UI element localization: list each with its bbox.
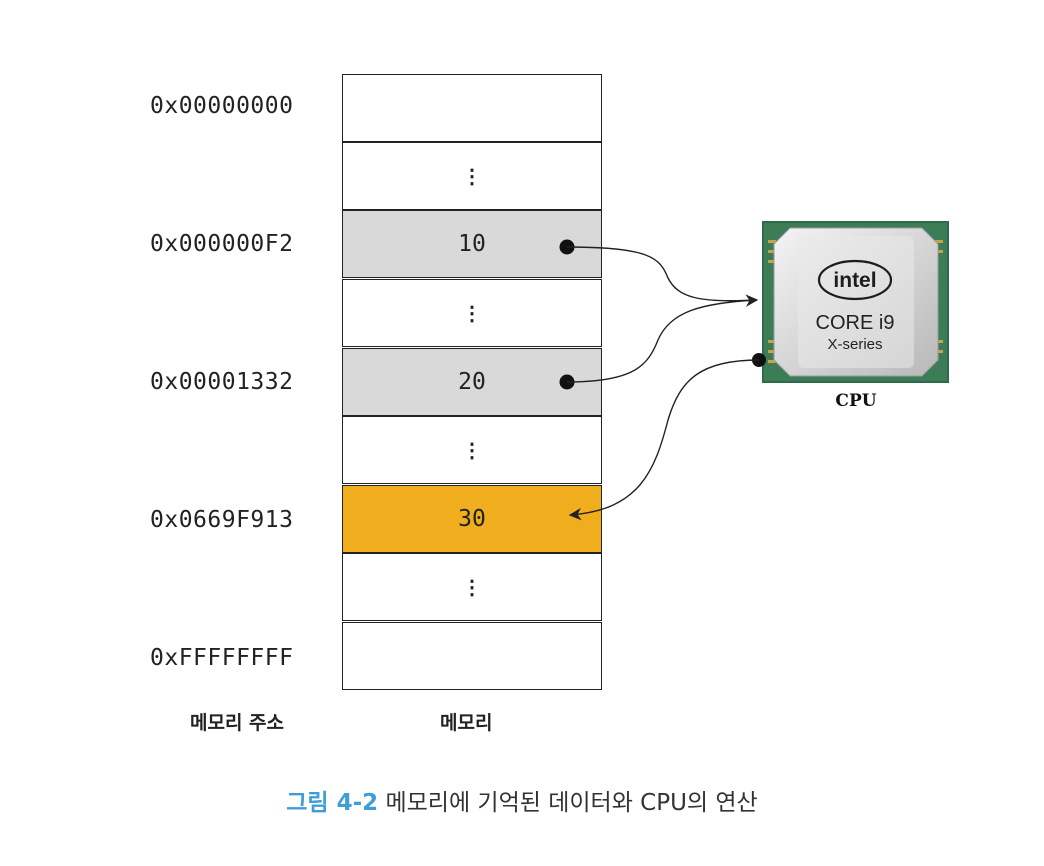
figure-number: 그림 4-2 (286, 790, 379, 816)
memory-cell-ellipsis-5: ⋮ (342, 416, 602, 484)
figure-caption: 그림 4-2 메모리에 기억된 데이터와 CPU의 연산 (0, 783, 1044, 817)
memory-column-header: 메모리 (440, 712, 493, 734)
memory-cell-ellipsis-7: ⋮ (342, 553, 602, 621)
memory-cell-ellipsis-1: ⋮ (342, 142, 602, 210)
memory-cell-value-20: 20 (342, 348, 602, 416)
cpu-chip-image: intel CORE i9 X-series (762, 221, 949, 383)
figure-caption-text: 메모리에 기억된 데이터와 CPU의 연산 (385, 790, 758, 816)
address-column-header: 메모리 주소 (190, 712, 285, 734)
chip-series-text: X-series (827, 336, 882, 353)
memory-cell-value-10: 10 (342, 210, 602, 278)
arrow-cpu-to-30 (568, 359, 760, 521)
address-0: 0x00000000 (150, 93, 294, 119)
memory-cell-value-30: 30 (342, 485, 602, 553)
memory-cell-8 (342, 622, 602, 690)
address-2: 0x000000F2 (150, 231, 294, 257)
arrow-20-to-cpu (566, 299, 758, 383)
memory-cell-ellipsis-3: ⋮ (342, 279, 602, 347)
address-6: 0x0669F913 (150, 507, 294, 533)
memory-cell-0 (342, 74, 602, 142)
address-4: 0x00001332 (150, 369, 294, 395)
address-8: 0xFFFFFFFF (150, 645, 294, 671)
chip-model-text: CORE i9 (816, 312, 895, 334)
chip-brand-text: intel (833, 269, 876, 292)
arrow-10-to-cpu (566, 246, 759, 307)
cpu-label: CPU (835, 391, 877, 411)
